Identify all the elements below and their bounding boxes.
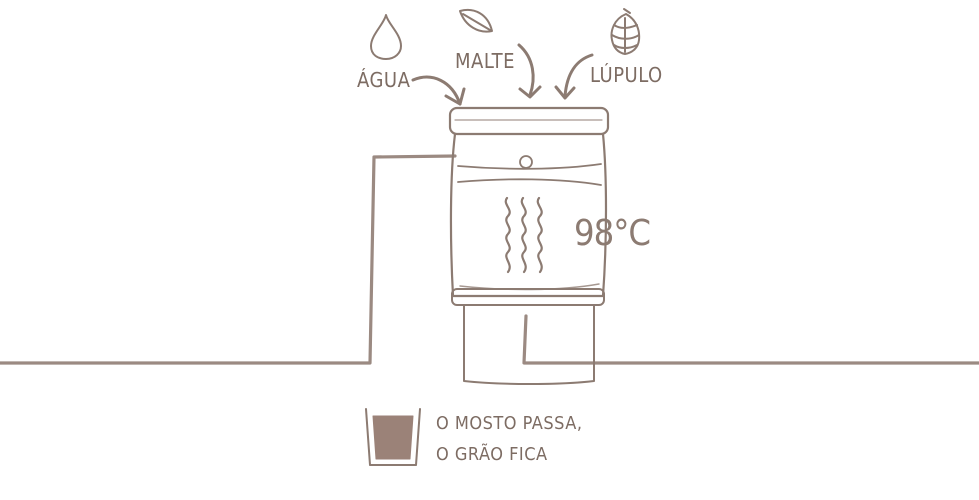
arrow-lupulo: [554, 53, 594, 100]
label-agua: ÁGUA: [357, 68, 411, 92]
legend-line-1: O MOSTO PASSA,: [436, 413, 583, 434]
label-lupulo: LÚPULO: [590, 63, 663, 87]
vessel-lower: [463, 305, 595, 385]
vessel-knob: [519, 155, 533, 169]
glass-icon: [365, 408, 421, 466]
barley-leaf-icon: [459, 9, 493, 33]
arrow-agua: [411, 75, 466, 106]
label-malte: MALTE: [455, 49, 515, 73]
brewing-vessel: [448, 106, 610, 385]
legend-line-2: O GRÃO FICA: [436, 444, 548, 465]
water-drop-icon: [370, 14, 402, 60]
temperature-label: 98°C: [574, 213, 651, 254]
vessel-base-ring: [451, 288, 605, 306]
vessel-body: [449, 132, 608, 298]
arrow-malte: [517, 43, 542, 99]
vessel-lid: [448, 106, 610, 136]
wort-pipe: [0, 154, 979, 365]
hop-cone-icon: [610, 8, 641, 55]
heat-waves-icon: [504, 196, 543, 274]
